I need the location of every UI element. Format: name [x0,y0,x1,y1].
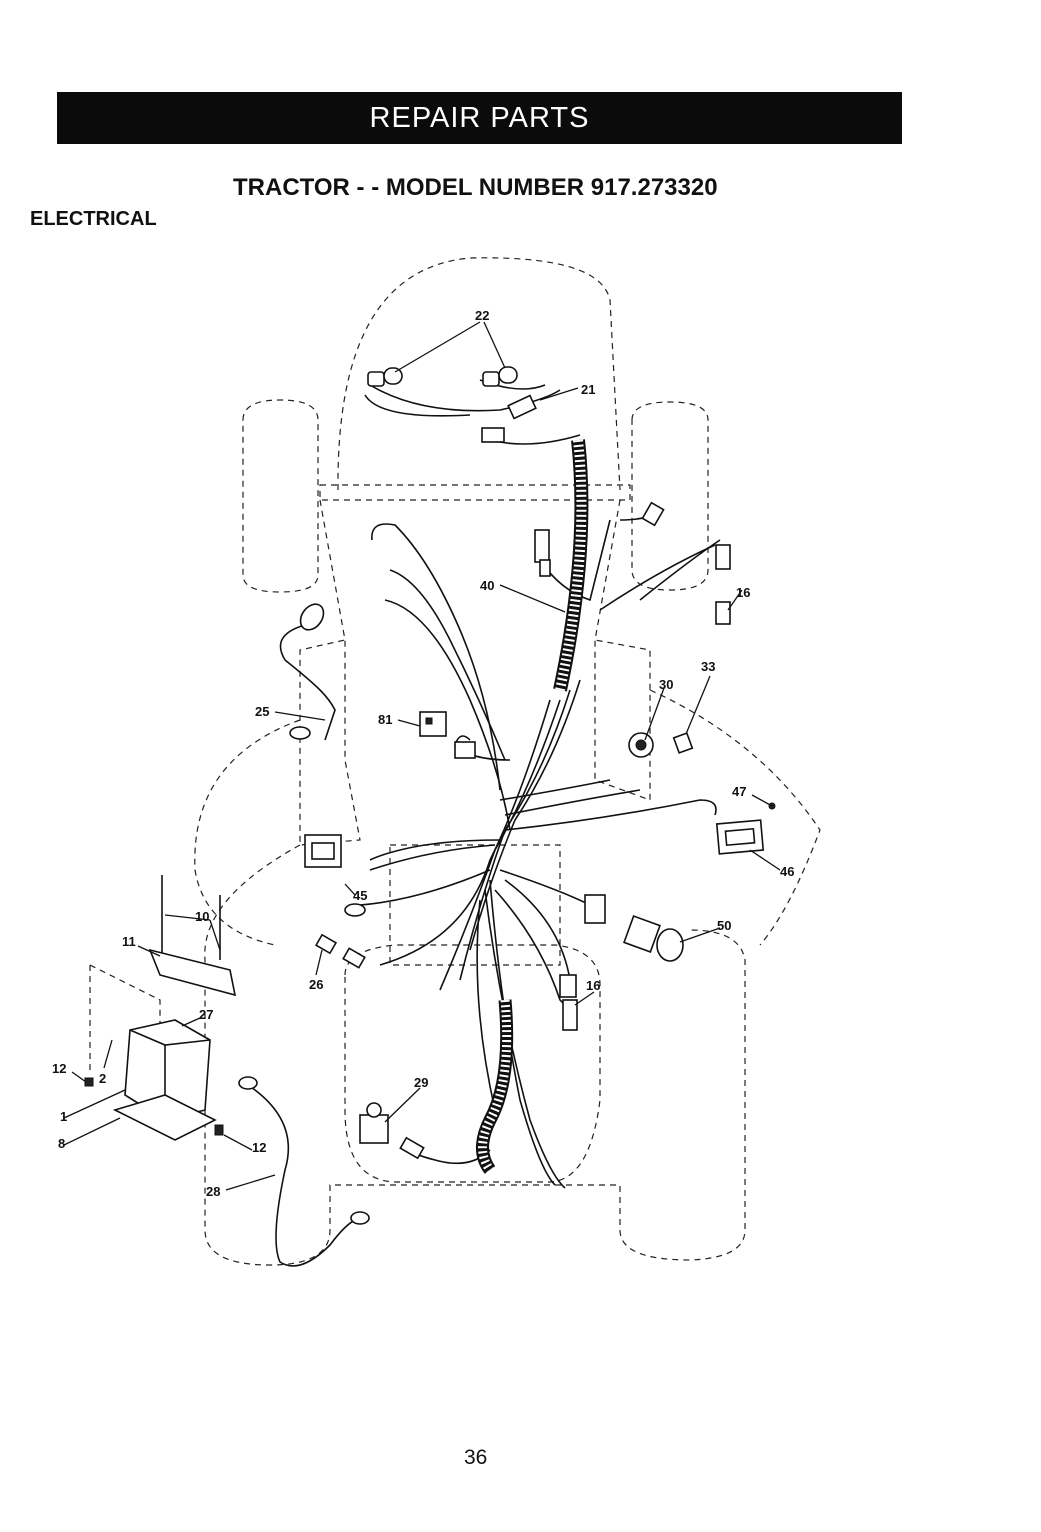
headlight-switch-25 [281,600,336,740]
ignition-switch [629,733,653,757]
callout-26: 26 [309,977,323,992]
callout-47: 47 [732,784,746,799]
switch-33 [674,733,693,753]
relay [420,712,475,758]
frame-outline [300,500,360,845]
callout-28: 28 [206,1184,220,1199]
front-right-wheel [632,402,708,590]
gauge-46 [717,803,775,854]
connector-26 [316,904,365,968]
callout-30: 30 [659,677,673,692]
callout-2: 2 [99,1071,106,1086]
headlight-connector [482,396,536,442]
harness-coil-lower [483,1000,507,1170]
battery-hold-down-11 [150,950,235,995]
callout-29: 29 [414,1075,428,1090]
callout-46: 46 [780,864,794,879]
callout-8: 8 [58,1136,65,1151]
right-fender-arc [650,690,820,945]
callout-40: 40 [480,578,494,593]
seat-deck-outline [205,845,745,1265]
callout-16-lower: 16 [586,978,600,993]
callout-45: 45 [353,888,367,903]
callout-10: 10 [195,909,209,924]
headlight-bulbs [368,367,517,386]
harness-coil-upper [560,440,581,690]
callout-11: 11 [122,934,136,949]
callout-12-right: 12 [252,1140,266,1155]
seat-switch-29 [360,1103,424,1158]
callout-22: 22 [475,308,489,323]
callout-50: 50 [717,918,731,933]
front-left-wheel [243,400,318,592]
pto-switch-50 [624,916,683,961]
callout-25: 25 [255,704,269,719]
left-fender-arc [195,720,300,945]
wiring-harness [360,380,720,1188]
callout-1: 1 [60,1109,67,1124]
page-number: 36 [464,1446,487,1470]
callout-27: 27 [199,1007,213,1022]
hour-meter-45 [305,835,341,867]
callout-21: 21 [581,382,595,397]
callout-33: 33 [701,659,715,674]
connector-center [535,530,550,576]
battery-cable-28 [248,1085,355,1266]
callout-81: 81 [378,712,392,727]
callout-16-upper: 16 [736,585,750,600]
callout-12-left: 12 [52,1061,66,1076]
